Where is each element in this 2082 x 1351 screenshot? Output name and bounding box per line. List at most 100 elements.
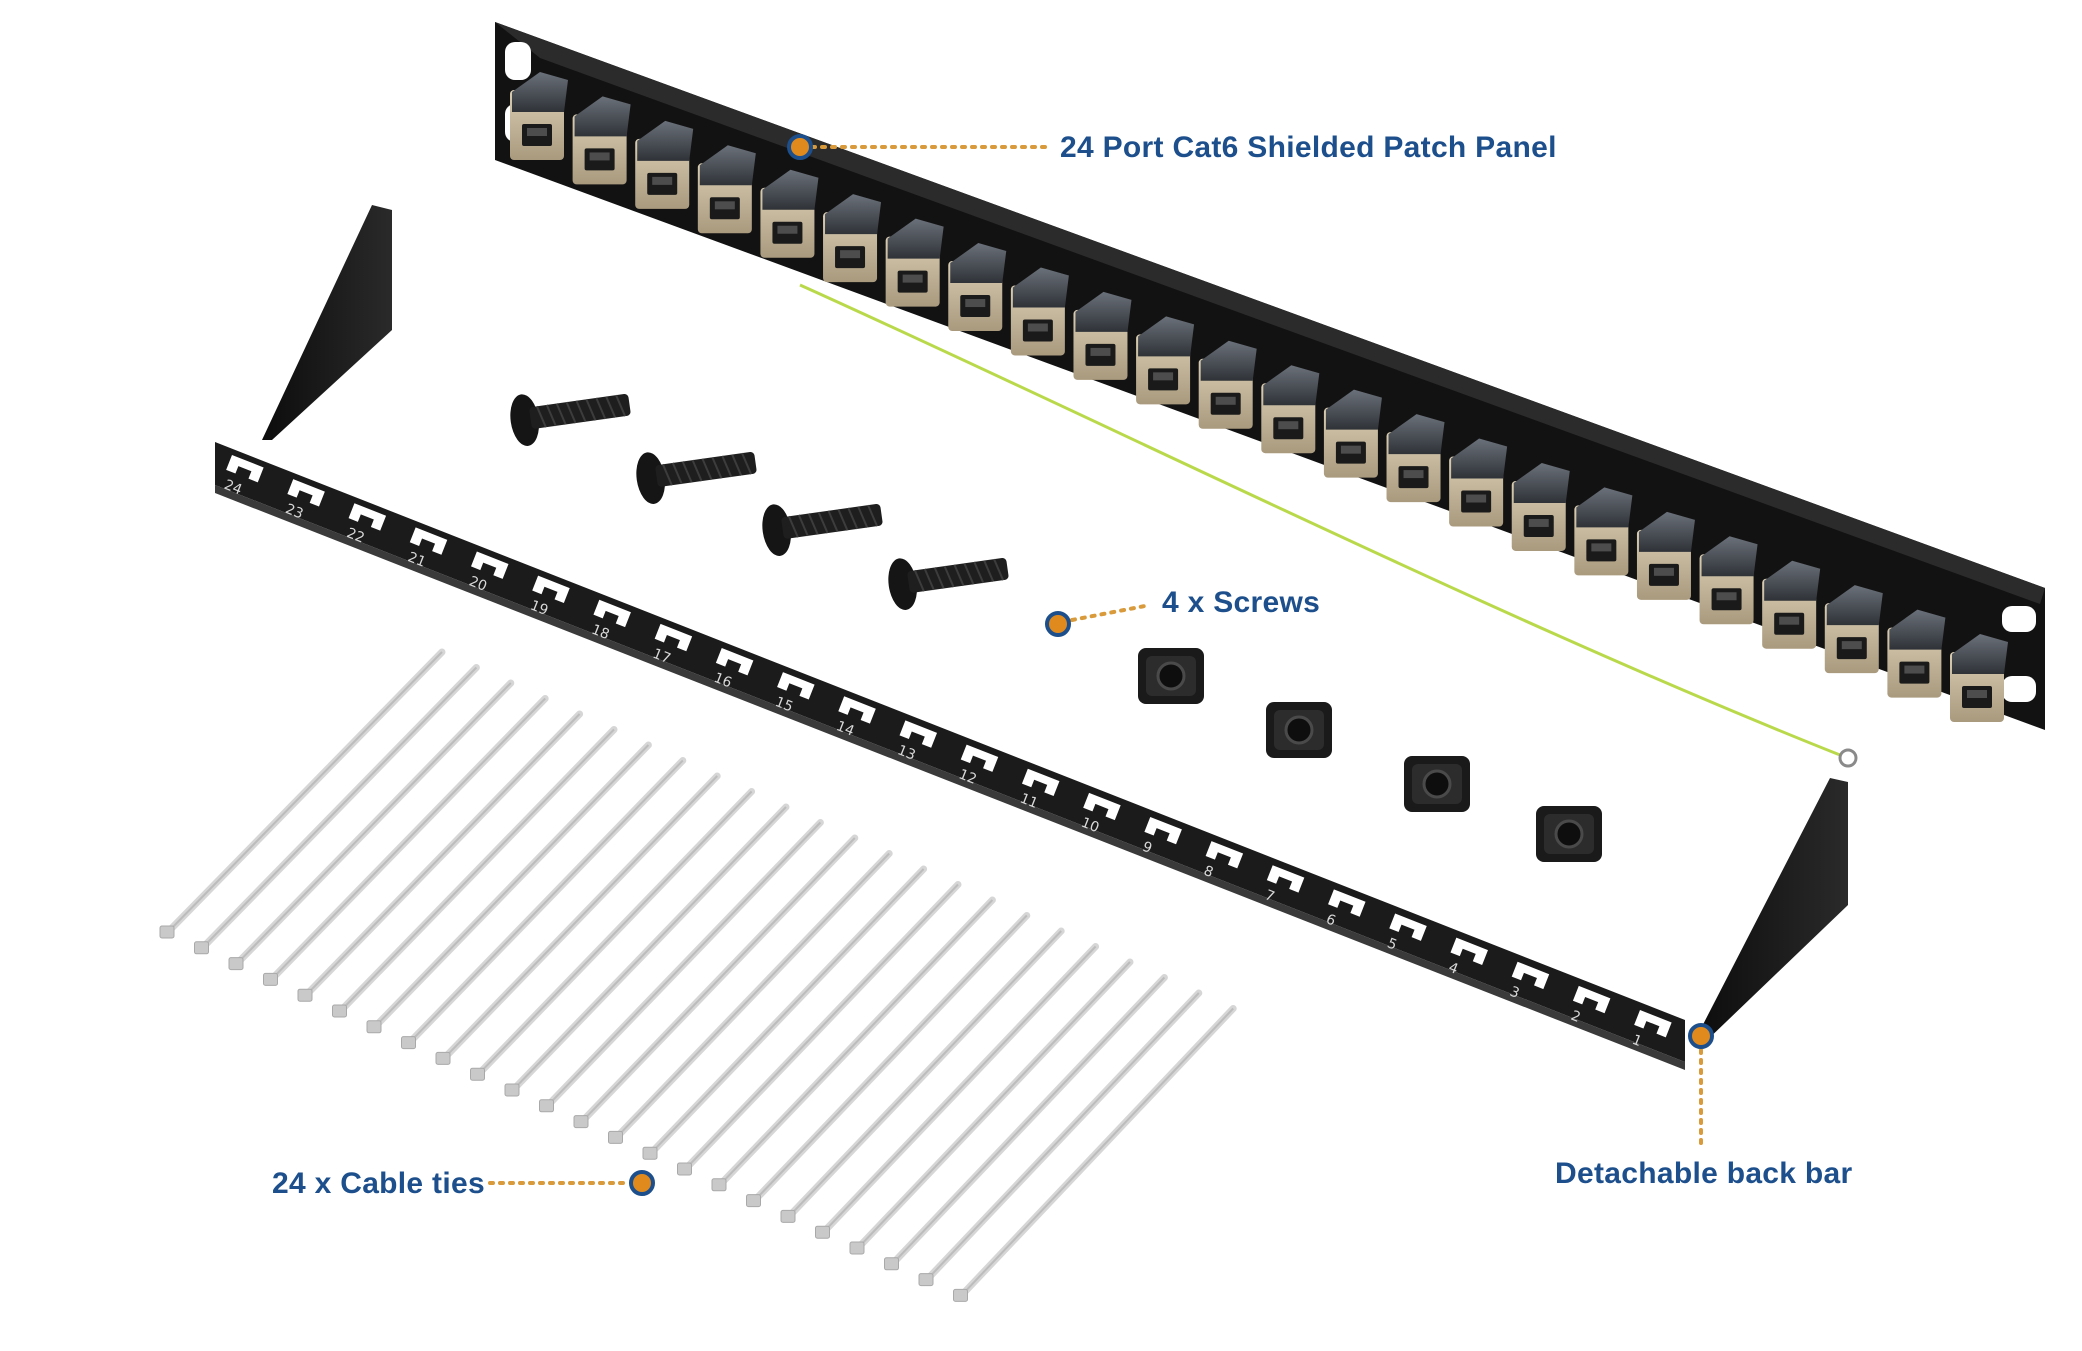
cable-tie — [159, 648, 446, 939]
bar-port-number: 23 — [283, 501, 305, 522]
cage-nut — [1404, 756, 1470, 812]
keystone-port — [948, 243, 1007, 332]
screw — [888, 558, 1009, 610]
keystone-port — [1636, 511, 1695, 600]
right-ear-hole — [2002, 606, 2036, 632]
back-bar-body — [215, 442, 1685, 1062]
bar-port-number: 20 — [467, 573, 489, 594]
callout-back-bar: Detachable back bar — [1555, 1023, 1853, 1190]
cable-tie — [297, 710, 584, 1002]
left-ear-hole — [505, 42, 531, 80]
keystone-port — [1136, 316, 1195, 405]
keystone-port — [1824, 585, 1883, 674]
bar-port-number: 18 — [589, 622, 611, 643]
bar-cable-slot: 23 — [283, 479, 325, 522]
keystone-port — [1762, 560, 1821, 649]
back-bar-edge — [215, 485, 1685, 1070]
cable-tie — [504, 803, 790, 1097]
callout-label-patch-panel: 24 Port Cat6 Shielded Patch Panel — [1060, 131, 1557, 164]
cable-tie — [815, 943, 1100, 1239]
keystone-port — [1386, 414, 1445, 503]
right-ear-hole-2 — [2002, 676, 2036, 702]
cable-tie — [953, 1005, 1237, 1302]
keystone-port — [1323, 389, 1382, 478]
bar-port-number: 12 — [956, 767, 978, 788]
callout-dot — [787, 134, 813, 160]
bar-port-number: 24 — [222, 477, 245, 498]
keystone-port — [635, 120, 694, 209]
bar-port-number: 22 — [344, 525, 366, 546]
cable-tie — [918, 989, 1203, 1287]
cable-tie — [746, 912, 1031, 1208]
bar-port-number: 14 — [834, 718, 857, 739]
screw — [762, 504, 883, 556]
keystone-port — [510, 72, 568, 160]
bar-port-number: 10 — [1079, 815, 1101, 836]
cable-tie — [401, 757, 687, 1050]
keystone-port — [1261, 365, 1320, 454]
keystone-port — [1887, 609, 1946, 698]
keystone-port — [823, 194, 882, 283]
panel-top-edge — [495, 22, 2045, 604]
callout-label-cable-ties: 24 x Cable ties — [272, 1167, 485, 1200]
callout-screws: 4 x Screws — [1045, 586, 1320, 637]
callout-cable-ties: 24 x Cable ties — [272, 1167, 655, 1200]
cable-tie — [332, 726, 618, 1018]
cable-tie — [470, 788, 756, 1081]
callout-dot — [1045, 611, 1071, 637]
patch-panel — [495, 22, 2045, 730]
cable-tie — [884, 974, 1168, 1271]
cage-nuts-group — [1138, 648, 1602, 862]
keystone-port — [1950, 634, 2008, 722]
cable-tie — [228, 679, 515, 971]
screw — [510, 394, 631, 446]
screws-group — [510, 394, 1009, 610]
cable-tie — [642, 865, 928, 1160]
cable-tie — [711, 896, 996, 1192]
keystone-port — [1449, 438, 1508, 527]
cable-tie — [849, 958, 1134, 1255]
bar-port-number: 21 — [405, 549, 427, 570]
cable-tie — [677, 881, 962, 1176]
keystone-port — [1010, 267, 1069, 356]
right-bar-bracket — [1694, 778, 1848, 1045]
cable-ties-group — [159, 648, 1237, 1302]
keystone-port-row — [510, 72, 2008, 722]
callout-label-back-bar: Detachable back bar — [1555, 1157, 1853, 1190]
cable-tie — [608, 850, 893, 1144]
keystone-port — [572, 96, 631, 185]
cable-tie — [435, 772, 721, 1065]
bar-port-number: 16 — [712, 670, 735, 691]
cable-tie — [263, 695, 549, 986]
cage-nut — [1266, 702, 1332, 758]
cable-tie — [573, 834, 859, 1129]
ground-wire-ring-terminal — [1838, 748, 1858, 768]
cage-nut — [1138, 648, 1204, 704]
keystone-port — [885, 218, 944, 307]
keystone-port — [1511, 462, 1570, 551]
cable-tie — [194, 664, 480, 955]
cable-tie — [366, 741, 652, 1034]
keystone-port — [1073, 291, 1132, 380]
cage-nut — [1536, 806, 1602, 862]
bar-port-number: 17 — [650, 646, 672, 667]
bar-port-number: 11 — [1018, 791, 1040, 812]
callout-dot — [1688, 1023, 1714, 1049]
callout-label-screws: 4 x Screws — [1162, 586, 1320, 619]
bar-port-number: 15 — [773, 694, 795, 715]
bar-port-number: 13 — [895, 742, 917, 763]
ground-wire — [799, 283, 1841, 757]
bar-port-number: 19 — [528, 598, 550, 619]
callout-patch-panel: 24 Port Cat6 Shielded Patch Panel — [787, 131, 1557, 164]
keystone-port — [1699, 536, 1758, 625]
left-bar-bracket — [262, 205, 392, 440]
bar-cable-slot: 24 — [222, 455, 264, 498]
callout-leader — [1070, 603, 1152, 622]
cable-tie — [780, 927, 1065, 1223]
screw — [636, 452, 757, 504]
keystone-port — [760, 169, 819, 258]
keystone-port — [1198, 340, 1257, 429]
keystone-port — [1574, 487, 1633, 576]
